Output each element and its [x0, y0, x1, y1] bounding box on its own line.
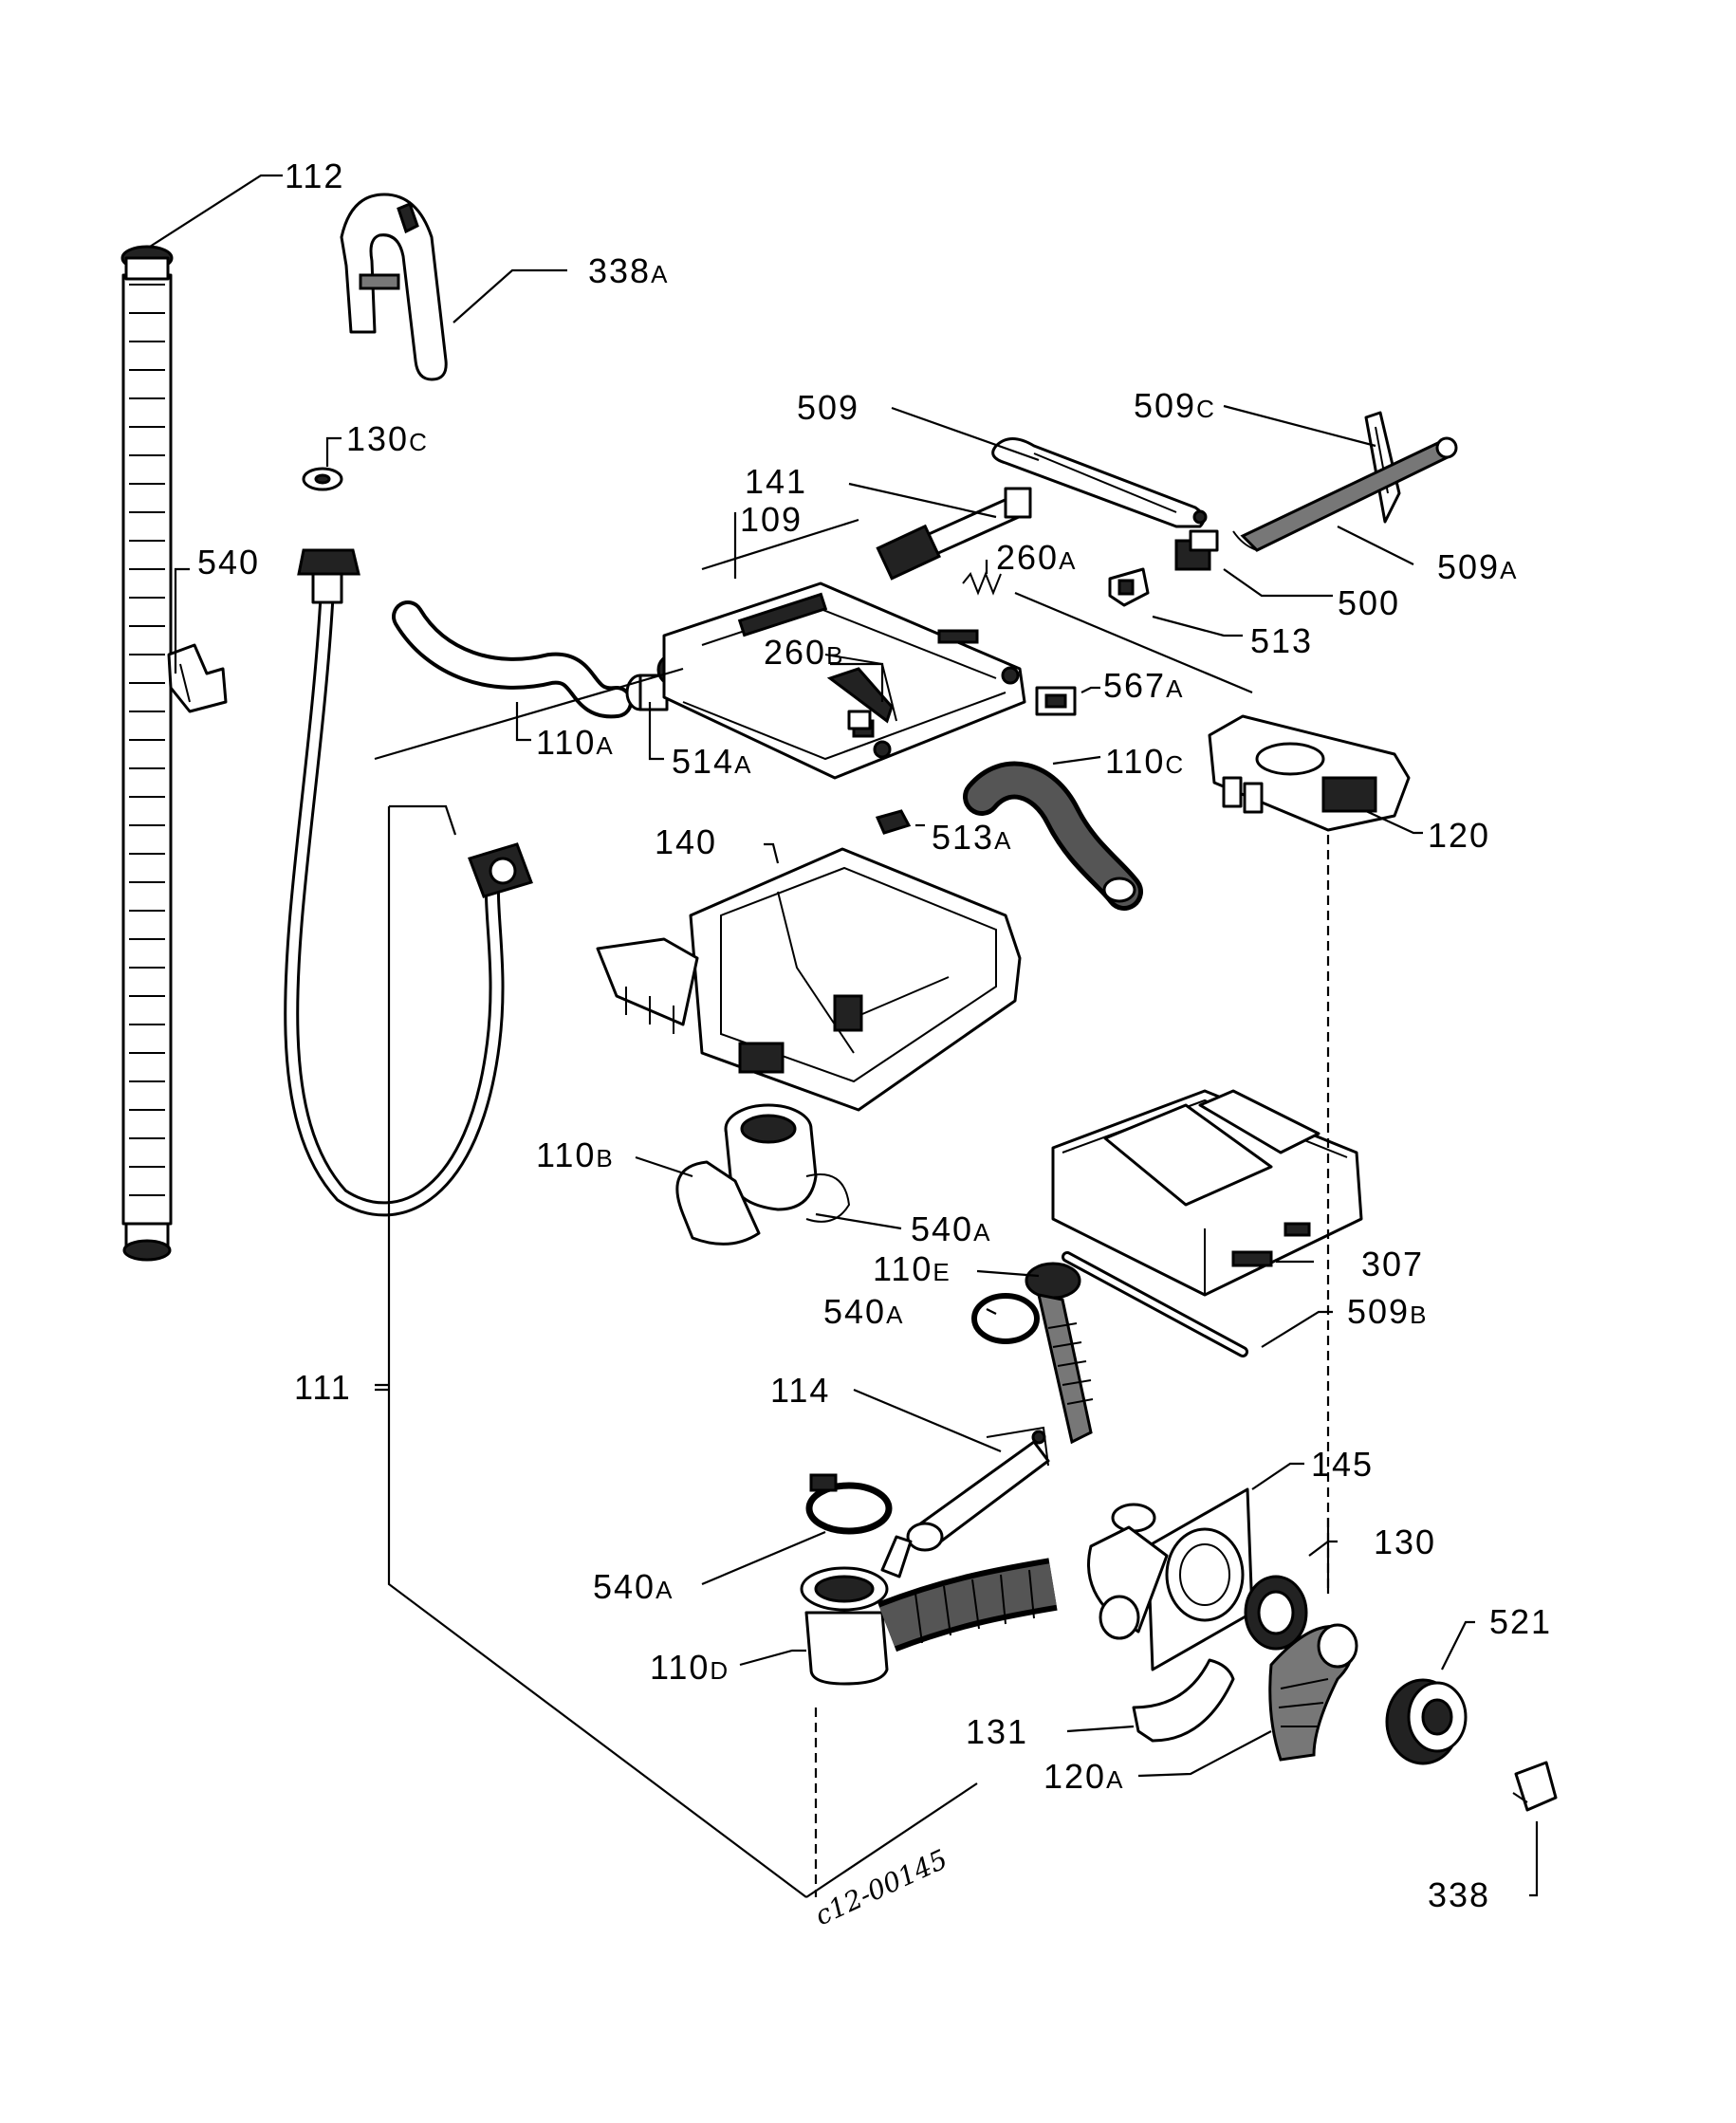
callout-509: 509	[797, 388, 859, 427]
callout-114: 114	[770, 1371, 830, 1410]
callout-260b: 260B	[764, 633, 844, 672]
cabinet-outline	[374, 667, 1330, 1898]
part-110b-hose	[675, 1103, 851, 1246]
part-521-knob	[1385, 1678, 1468, 1765]
callout-540a-1: 540A	[911, 1209, 991, 1248]
callout-540a-2: 540A	[823, 1292, 904, 1331]
part-513	[1108, 567, 1150, 607]
callout-500: 500	[1338, 583, 1400, 622]
callout-110d: 110D	[650, 1648, 729, 1687]
part-509a-rod	[1232, 436, 1458, 552]
callout-540: 540	[197, 543, 260, 582]
part-130c-washer	[302, 467, 343, 491]
callout-141: 141	[745, 462, 807, 501]
part-145-pump	[1087, 1487, 1254, 1671]
callout-260a: 260A	[996, 538, 1077, 577]
part-140-housing	[596, 847, 1022, 1112]
callout-145: 145	[1311, 1445, 1374, 1484]
callout-110b: 110B	[536, 1135, 615, 1174]
callout-514a: 514A	[672, 742, 752, 781]
part-141-rod	[876, 487, 1032, 581]
part-540-clip	[167, 643, 228, 713]
callout-509a: 509A	[1437, 547, 1518, 586]
part-338a-hose-hook	[340, 193, 448, 381]
callout-109: 109	[740, 500, 803, 539]
diagram-code: c12-00145	[810, 1843, 952, 1931]
part-540a-clamp-2	[805, 1473, 893, 1535]
part-114-tube	[906, 1426, 1050, 1552]
part-110a-hose	[392, 600, 633, 719]
part-500	[1174, 529, 1219, 571]
callout-509c: 509C	[1134, 386, 1216, 425]
callout-120a: 120A	[1043, 1757, 1124, 1796]
callout-110e: 110E	[873, 1249, 951, 1288]
callout-111: 111	[294, 1368, 352, 1407]
part-260a-spring	[962, 571, 1002, 596]
part-112-corrugated-hose	[120, 245, 174, 1262]
part-540a-clamp-1	[971, 1293, 1040, 1344]
callout-307: 307	[1361, 1245, 1424, 1283]
callout-513: 513	[1250, 621, 1313, 660]
callout-338a: 338A	[588, 251, 669, 290]
callout-120: 120	[1428, 816, 1490, 855]
part-260b-bracket	[826, 667, 894, 730]
callout-567a: 567A	[1103, 666, 1184, 705]
part-120-dispenser-cover	[1208, 714, 1411, 832]
callout-110c: 110C	[1105, 742, 1185, 781]
part-567a	[1035, 686, 1077, 716]
part-509-lever	[991, 437, 1208, 528]
callout-130: 130	[1374, 1523, 1436, 1561]
part-513a-clip	[875, 809, 912, 835]
part-509b-rod	[1062, 1251, 1248, 1357]
part-130-seal	[1244, 1575, 1308, 1651]
callout-540a-3: 540A	[593, 1567, 674, 1606]
part-110d-hose	[800, 1535, 1058, 1686]
callout-131: 131	[966, 1712, 1028, 1751]
part-338-cap	[1512, 1761, 1558, 1812]
callout-509b: 509B	[1347, 1292, 1428, 1331]
callout-513a: 513A	[932, 818, 1012, 857]
part-111-inlet-hose	[284, 548, 533, 1217]
part-120a-filter	[1268, 1623, 1358, 1762]
callout-labels: 112 338A 130C 540 509 509C 141 109 260A …	[197, 157, 1552, 1931]
callout-140: 140	[655, 822, 717, 861]
leader-lines	[149, 174, 1539, 1897]
callout-112: 112	[285, 157, 344, 195]
callout-110a: 110A	[536, 723, 615, 762]
part-307-drawer	[1051, 1089, 1363, 1297]
callout-521: 521	[1489, 1602, 1552, 1641]
part-110c-hose	[963, 761, 1143, 911]
callout-130c: 130C	[346, 419, 429, 458]
part-131-bracket	[1132, 1658, 1235, 1743]
part-110e-bellows-hose	[1025, 1262, 1094, 1445]
callout-338: 338	[1428, 1875, 1490, 1914]
